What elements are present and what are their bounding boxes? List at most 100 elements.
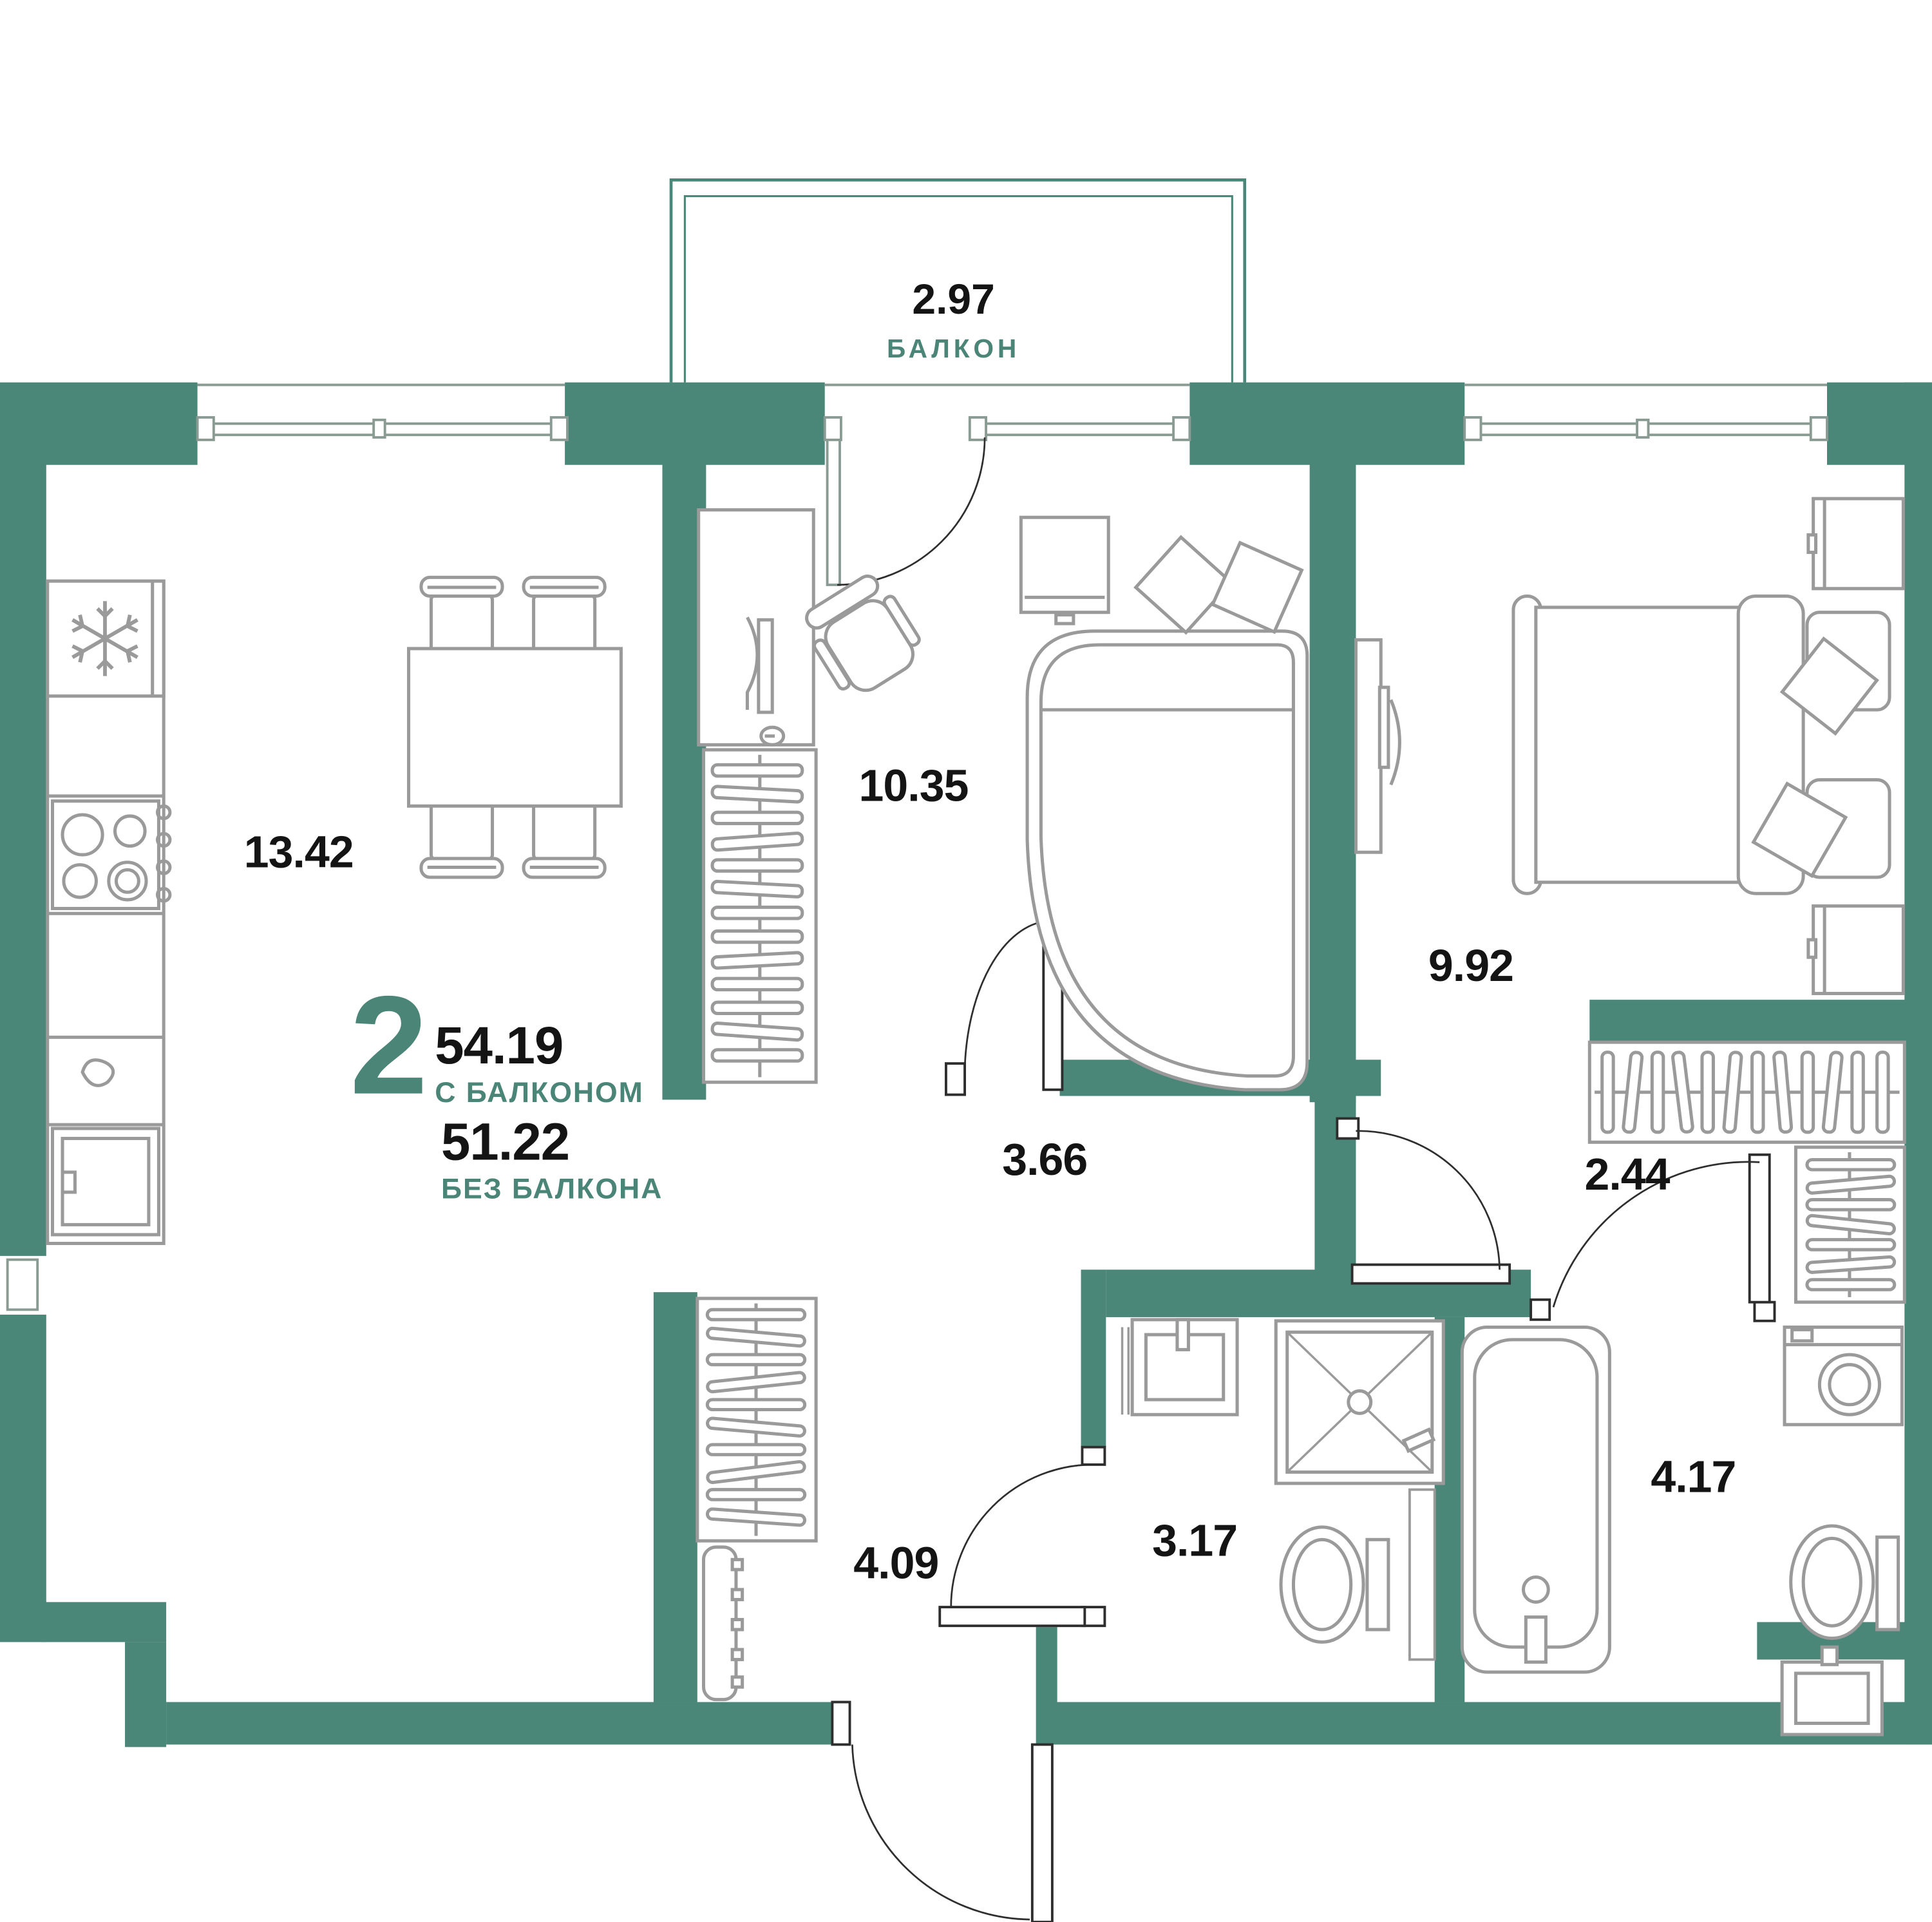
window-balcony-door — [823, 383, 1191, 586]
door-entrance — [831, 1700, 1054, 1922]
room-label-closet: 2.44 — [1584, 1149, 1670, 1199]
legend-area-with-balcony: 54.19 — [435, 1016, 563, 1075]
wall-top-b — [565, 382, 825, 465]
snowflake-icon — [71, 601, 138, 676]
wall-left-upper — [0, 463, 46, 1256]
window-bedroom — [1463, 383, 1828, 441]
wall-top-a — [0, 382, 198, 465]
nightstand-knob — [1806, 938, 1818, 959]
wall-bottom-left — [166, 1702, 850, 1745]
sink-small-bath — [1121, 1318, 1239, 1416]
door-entrance-arc — [851, 1744, 1030, 1921]
furniture-bedroom — [1354, 497, 1905, 995]
sofa-pillow-1 — [1133, 535, 1234, 635]
room-label-bathroom-large: 4.17 — [1651, 1452, 1736, 1502]
wardrobe-closet-vertical — [1794, 1145, 1906, 1304]
balcony-window-cap-left — [823, 416, 842, 441]
door-entrance-leaf — [1030, 1743, 1054, 1922]
windows — [6, 383, 1828, 1311]
wall-right — [1904, 382, 1932, 1745]
mouse — [759, 725, 786, 747]
door-living-jamb — [945, 1062, 966, 1096]
nightstand-knob — [1806, 533, 1818, 555]
furniture-bathroom-large — [1460, 1325, 1904, 1736]
wall-bath-small-stub — [1036, 1627, 1057, 1745]
room-label-hallway: 3.66 — [1002, 1134, 1087, 1185]
wall-bath-small-west — [1081, 1270, 1106, 1447]
desk — [697, 508, 815, 747]
window-kitchen-mullion — [372, 418, 386, 439]
door-bath-small-arc — [950, 1463, 1094, 1608]
doors — [831, 907, 1776, 1922]
kitchen-cabinet-handle — [61, 1170, 77, 1194]
kitchen-cabinet — [50, 1127, 160, 1237]
window-kitchen-cap-right — [549, 416, 569, 441]
chair-back — [805, 575, 880, 630]
washer-drum — [1817, 1353, 1882, 1416]
window-left-wall-vent — [6, 1258, 39, 1311]
wall-central — [1309, 463, 1356, 1103]
bed-deco-pillow-1 — [1779, 636, 1879, 736]
room-label-bathroom-small: 3.17 — [1152, 1516, 1237, 1566]
door-bath-small-leaf — [938, 1606, 1086, 1628]
coat-rack — [701, 1545, 744, 1702]
shower — [1274, 1319, 1445, 1485]
washer-panel — [1790, 1327, 1814, 1343]
furniture-bathroom-small — [1121, 1318, 1445, 1644]
washer-drum-inner — [1828, 1363, 1871, 1407]
chair — [522, 575, 607, 660]
door-closet-leaf — [1748, 1153, 1771, 1304]
door-bedroom-leaf — [1350, 1263, 1511, 1285]
chair — [419, 575, 504, 660]
wardrobe-corridor — [696, 1297, 818, 1543]
media-unit — [1354, 638, 1401, 854]
bed-mattress — [1534, 605, 1748, 884]
window-kitchen-cap-left — [196, 416, 215, 441]
balcony-door-leaf — [826, 439, 841, 586]
kitchen-sink — [80, 1058, 115, 1087]
door-closet — [1530, 1153, 1776, 1322]
balcony-window-cap-right — [1172, 416, 1191, 441]
burner-4-inner — [114, 868, 140, 894]
legend-without-balcony-label: БЕЗ БАЛКОНА — [441, 1174, 663, 1205]
bathtub — [1460, 1325, 1611, 1674]
legend-with-balcony-label: С БАЛКОНОМ — [435, 1077, 643, 1108]
balcony-area-label: 2.97 — [912, 275, 994, 323]
bedroom-tv-arc — [1389, 699, 1401, 786]
burner-1 — [61, 813, 104, 857]
burner-4 — [107, 861, 148, 902]
toilet-bowl-inner — [1801, 1536, 1862, 1628]
toilet-large-bath — [1789, 1524, 1900, 1641]
toilet-small-bath — [1279, 1525, 1390, 1644]
room-label-kitchen: 13.42 — [244, 826, 354, 877]
balcony-name-label: БАЛКОН — [887, 334, 1020, 363]
wall-corridor-west — [653, 1292, 697, 1702]
door-closet-jamb-west — [1530, 1298, 1551, 1321]
washing-machine — [1783, 1325, 1904, 1427]
door-entrance-jamb — [831, 1700, 851, 1746]
nightstand-bottom — [1806, 904, 1905, 995]
wall-kitchen-bottom — [41, 1602, 167, 1642]
sink-tap — [1820, 1645, 1839, 1666]
door-bedroom — [1336, 1117, 1511, 1285]
door-closet-arc — [1552, 1161, 1760, 1308]
bed — [1511, 594, 1891, 895]
stove-knob-3 — [155, 859, 172, 875]
dining-table — [407, 647, 623, 808]
sofa — [1025, 535, 1309, 1092]
door-bedroom-jamb — [1336, 1117, 1360, 1140]
room-label-bedroom: 9.92 — [1428, 940, 1513, 991]
sink-large-bath — [1780, 1645, 1884, 1736]
chair — [522, 795, 607, 879]
door-bathroom-small — [938, 1445, 1106, 1628]
room-labels: 13.42 10.35 9.92 3.66 2.44 4.09 3.17 4.1… — [244, 761, 1737, 1588]
sink-basin — [1794, 1671, 1870, 1726]
sink-tap — [1175, 1318, 1190, 1351]
bathtub-drain — [1521, 1575, 1550, 1604]
wall-left-lower — [0, 1315, 46, 1642]
wardrobe-closet-horizontal — [1587, 1040, 1906, 1144]
room-label-corridor: 4.09 — [853, 1537, 938, 1588]
legend: 2 54.19 С БАЛКОНОМ 51.22 БЕЗ БАЛКОНА — [350, 967, 663, 1205]
